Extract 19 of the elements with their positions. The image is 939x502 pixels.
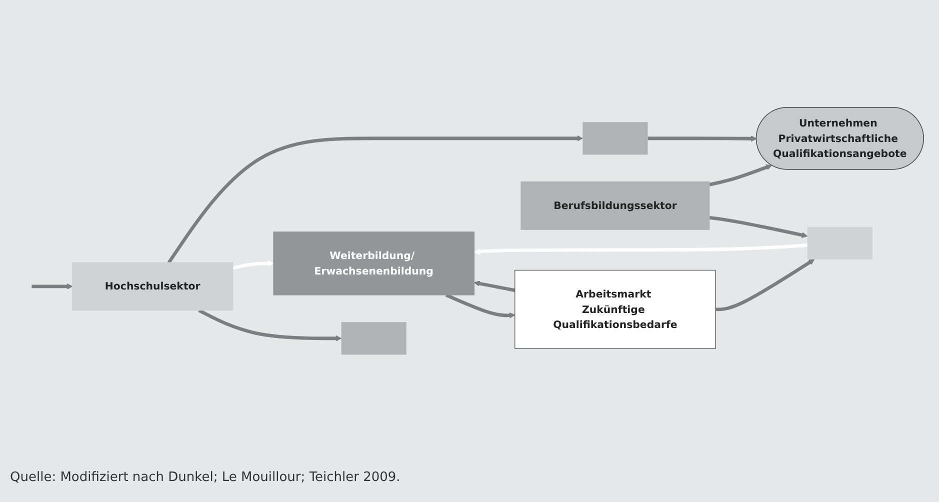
node-bar [341, 322, 406, 355]
node-bar [582, 122, 648, 155]
node-bar [807, 226, 872, 260]
source-caption: Quelle: Modifiziert nach Dunkel; Le Mouillour; Teichler 2009. [10, 470, 400, 485]
arrow [474, 244, 808, 255]
arrow [709, 164, 772, 186]
node-box: Arbeitsmarkt Zukünftige Qualifikationsbedarfe [514, 270, 716, 349]
arrow [32, 283, 73, 290]
node-box: Weiterbildung/ Erwachsenenbildung [273, 232, 475, 296]
arrow [648, 136, 757, 142]
node-box: Hochschulsektor [72, 262, 234, 311]
node-box: Berufsbildungssektor [520, 181, 710, 230]
arrow [198, 308, 342, 342]
arrow [474, 280, 516, 292]
arrow [716, 259, 815, 312]
arrow [445, 293, 516, 318]
arrow [232, 260, 274, 270]
arrow [167, 135, 583, 264]
arrow [709, 216, 808, 238]
